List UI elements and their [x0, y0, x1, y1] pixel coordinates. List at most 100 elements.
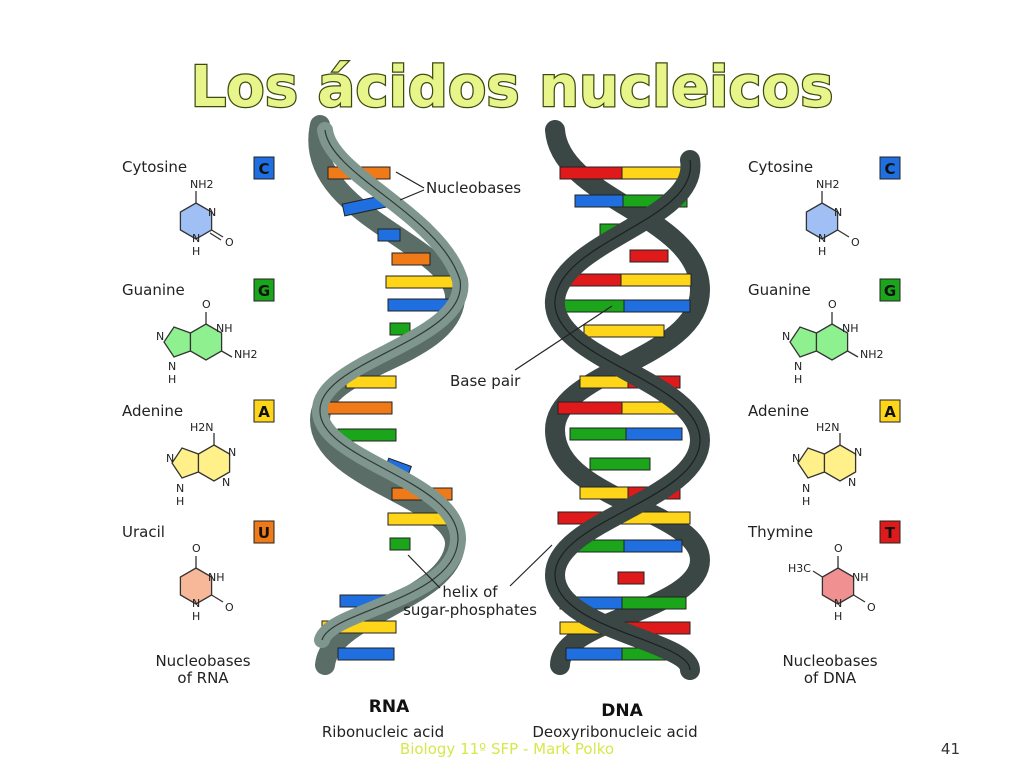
footer-credit: Biology 11º SFP - Mark Polko — [400, 740, 614, 758]
atom-label: H2N — [816, 421, 840, 434]
rna-base-uracil — [321, 401, 393, 415]
adenine-molecule — [797, 433, 857, 482]
rna-label: RNA — [369, 697, 410, 717]
rna-uracil-entry: Uracil U O NH N H O — [122, 520, 275, 623]
dna-cytosine-letter: C — [884, 160, 895, 178]
dna-panel-caption-line1: Nucleobases — [782, 652, 877, 670]
atom-label: NH — [208, 571, 225, 584]
dna-base-cytosine — [565, 647, 623, 661]
rna-adenine-letter: A — [258, 403, 270, 421]
dna-adenine-name: Adenine — [748, 402, 809, 420]
atom-label: N — [848, 476, 856, 489]
atom-label: N — [222, 476, 230, 489]
rna-adenine-badge — [253, 399, 275, 423]
rna-panel-caption-line2: of RNA — [177, 669, 229, 687]
atom-label: NH — [852, 571, 869, 584]
rna-base-uracil — [391, 252, 431, 266]
dna-cytosine-badge — [879, 156, 901, 180]
dna-label: DNA — [601, 701, 643, 721]
rna-guanine-name: Guanine — [122, 281, 185, 299]
dna-guanine-entry: Guanine G O NH NH2 N N H — [748, 278, 901, 386]
atom-label: NH2 — [190, 178, 214, 191]
atom-label: H — [802, 495, 810, 508]
atom-label: H2N — [190, 421, 214, 434]
rna-base-cytosine — [337, 647, 395, 661]
atom-label: H — [192, 610, 200, 623]
rna-guanine-badge — [253, 278, 275, 302]
atom-label: N — [192, 232, 200, 245]
atom-label: N — [176, 482, 184, 495]
rna-cytosine-letter: C — [258, 160, 269, 178]
rna-guanine-letter: G — [258, 282, 270, 300]
dna-base-pair — [617, 571, 645, 585]
atom-label: N — [208, 206, 216, 219]
rna-adenine-entry: Adenine A H2N N N N N H — [122, 399, 275, 508]
dna-thymine-entry: Thymine T O H3C NH N H O — [747, 520, 901, 623]
atom-label: N — [834, 597, 842, 610]
rna-adenine-name: Adenine — [122, 402, 183, 420]
atom-label: H — [168, 373, 176, 386]
dna-base-pair — [583, 324, 665, 338]
atom-label: O — [828, 298, 837, 311]
atom-label: N — [166, 452, 174, 465]
atom-label: O — [834, 542, 843, 555]
dna-base-cytosine — [574, 194, 624, 208]
dna-full-name: Deoxyribonucleic acid — [532, 723, 697, 741]
dna-base-pair — [589, 457, 651, 471]
helix-arrow — [509, 544, 553, 587]
annotations: Nucleobases Base pair helix of sugar-pho… — [395, 171, 613, 619]
rna-cytosine-entry: Cytosine C NH2 N N H O — [122, 156, 275, 258]
rna-nucleobase-panel: Cytosine C NH2 N N H O Guanine G — [122, 156, 275, 687]
dna-thymine-letter: T — [885, 524, 896, 542]
atom-label: N — [782, 330, 790, 343]
dna-guanine-letter: G — [884, 282, 896, 300]
dna-adenine-badge — [879, 399, 901, 423]
atom-label: H — [818, 245, 826, 258]
dna-backbone-strand-a — [544, 120, 711, 675]
helix-arrow — [407, 554, 441, 589]
atom-label: H3C — [788, 562, 811, 575]
dna-base-thymine — [557, 401, 623, 415]
atom-label: O — [225, 236, 234, 249]
atom-label: H — [834, 610, 842, 623]
atom-label: NH2 — [234, 348, 258, 361]
rna-helix — [308, 115, 469, 675]
rna-guanine-entry: Guanine G O NH NH2 N N H — [122, 278, 275, 386]
atom-label: N — [168, 360, 176, 373]
dna-adenine-entry: Adenine A H2N N N N N H — [748, 399, 901, 508]
atom-label: O — [851, 236, 860, 249]
rna-uracil-badge — [253, 520, 275, 544]
atom-label: N — [792, 452, 800, 465]
dna-backbone-edge — [554, 159, 701, 671]
rna-cytosine-name: Cytosine — [122, 158, 187, 176]
helix-annotation-line2: sugar-phosphates — [403, 601, 537, 619]
atom-label: H — [176, 495, 184, 508]
atom-label: NH — [842, 322, 859, 335]
helix-annotation-line1: helix of — [442, 583, 498, 601]
atom-label: NH2 — [860, 348, 884, 361]
atom-label: N — [794, 360, 802, 373]
atom-label: N — [818, 232, 826, 245]
cytosine-molecule — [805, 191, 850, 240]
uracil-molecule — [179, 556, 224, 605]
dna-cytosine-name: Cytosine — [748, 158, 813, 176]
adenine-molecule — [171, 433, 231, 482]
slide-title: Los ácidos nucleicos — [191, 55, 834, 120]
dna-cytosine-entry: Cytosine C NH2 N N H O — [748, 156, 901, 258]
nucleobases-annotation: Nucleobases — [426, 179, 521, 197]
atom-label: N — [802, 482, 810, 495]
atom-label: O — [202, 298, 211, 311]
atom-label: N — [834, 206, 842, 219]
atom-label: NH — [216, 322, 233, 335]
atom-label: O — [192, 542, 201, 555]
dna-panel-caption-line2: of DNA — [804, 669, 857, 687]
dna-guanine-badge — [879, 278, 901, 302]
base-pair-arrow — [514, 305, 613, 371]
nucleobases-arrow — [399, 189, 425, 201]
atom-label: N — [854, 446, 862, 459]
dna-adenine-letter: A — [884, 403, 896, 421]
cytosine-molecule — [179, 191, 224, 241]
guanine-molecule — [789, 312, 859, 361]
atom-label: N — [192, 597, 200, 610]
